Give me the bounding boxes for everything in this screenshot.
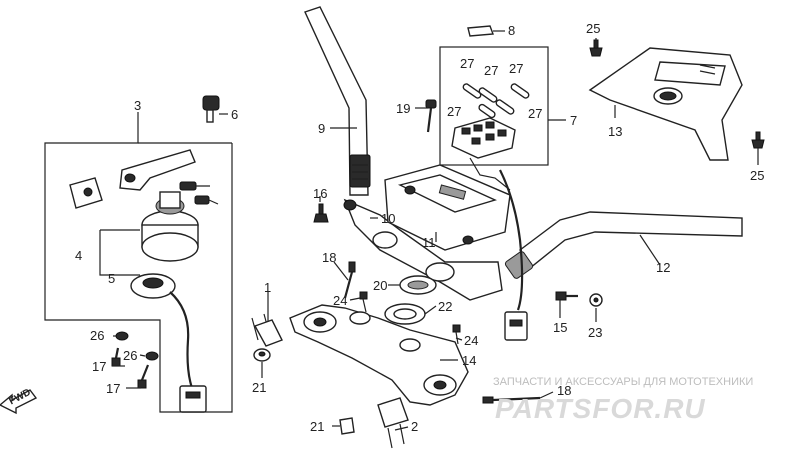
screw-25b [751, 131, 765, 149]
callout-4: 4 [75, 248, 82, 263]
callout-27a: 27 [460, 56, 474, 71]
bolt-15 [555, 291, 578, 301]
top-bridge [289, 304, 469, 406]
ring-22 [384, 303, 426, 325]
holder-1 [251, 313, 283, 347]
holder-2 [377, 397, 409, 449]
callout-21a: 21 [252, 380, 266, 395]
bolt-18a [343, 261, 356, 299]
callout-20: 20 [373, 278, 387, 293]
callout-21b: 21 [310, 419, 324, 434]
bolt-24a [359, 291, 368, 313]
callout-7: 7 [570, 113, 577, 128]
callout-2: 2 [411, 419, 418, 434]
leader-4 [99, 230, 140, 276]
group-box-indicator [439, 46, 549, 166]
callout-6: 6 [231, 107, 238, 122]
fwd-arrow: FWD [0, 387, 38, 415]
callout-24b: 24 [464, 333, 478, 348]
callout-17b: 17 [106, 381, 120, 396]
top-cover [588, 47, 743, 161]
callout-1: 1 [264, 280, 271, 295]
callout-27e: 27 [528, 106, 542, 121]
callout-27b: 27 [484, 63, 498, 78]
bolt-17b [137, 364, 150, 389]
watermark-caption: ЗАПЧАСТИ И АКСЕССУАРЫ ДЛЯ МОТОТЕХНИКИ [493, 376, 753, 388]
meter-housing [384, 164, 511, 251]
handlebar-right [504, 211, 743, 279]
ignition-connector [130, 273, 207, 413]
indicator-bulbs [462, 83, 530, 119]
grommet-26a [115, 331, 129, 341]
group-box-ignition-right [205, 143, 233, 413]
grommet-26b [145, 351, 159, 361]
ignition-bracket [69, 177, 103, 209]
callout-27d: 27 [447, 104, 461, 119]
bolt-17a [111, 347, 121, 367]
callout-15: 15 [553, 320, 567, 335]
callout-22: 22 [438, 299, 452, 314]
leader-lines [112, 30, 759, 431]
bolt-18b [482, 396, 541, 404]
ignition-switch [141, 191, 199, 262]
indicator-panel [451, 117, 516, 191]
callout-18a: 18 [322, 250, 336, 265]
callout-25b: 25 [750, 168, 764, 183]
callout-5: 5 [108, 271, 115, 286]
callout-labels: 1 2 3 4 5 6 7 8 9 10 11 12 13 14 15 16 1… [75, 21, 764, 434]
nut-21b [339, 417, 355, 435]
wire-harness-right [499, 169, 524, 311]
bolt-16 [313, 203, 329, 223]
callout-10: 10 [381, 211, 395, 226]
tag-8 [467, 25, 494, 37]
ring-20 [399, 275, 437, 295]
callout-17a: 17 [92, 359, 106, 374]
washer-23 [589, 293, 603, 307]
callout-26b: 26 [123, 348, 137, 363]
callout-19: 19 [396, 101, 410, 116]
ignition-key-set [179, 181, 219, 205]
key-6 [202, 95, 220, 123]
ignition-cover [119, 149, 196, 191]
callout-25a: 25 [586, 21, 600, 36]
callout-3: 3 [134, 98, 141, 113]
callout-14: 14 [462, 353, 476, 368]
watermark-logo: PARTSFOR.RU [495, 393, 706, 424]
callout-27c: 27 [509, 61, 523, 76]
callout-18b: 18 [557, 383, 571, 398]
nut-21a [253, 348, 271, 362]
callout-16: 16 [313, 186, 327, 201]
callout-23: 23 [588, 325, 602, 340]
callout-11: 11 [422, 235, 436, 250]
callout-24a: 24 [333, 293, 347, 308]
socket-19 [425, 99, 437, 133]
callout-12: 12 [656, 260, 670, 275]
callout-9: 9 [318, 121, 325, 136]
connector-right-pins [509, 319, 523, 327]
callout-13: 13 [608, 124, 622, 139]
callout-26a: 26 [90, 328, 104, 343]
callout-8: 8 [508, 23, 515, 38]
handlebar-left [304, 6, 371, 196]
